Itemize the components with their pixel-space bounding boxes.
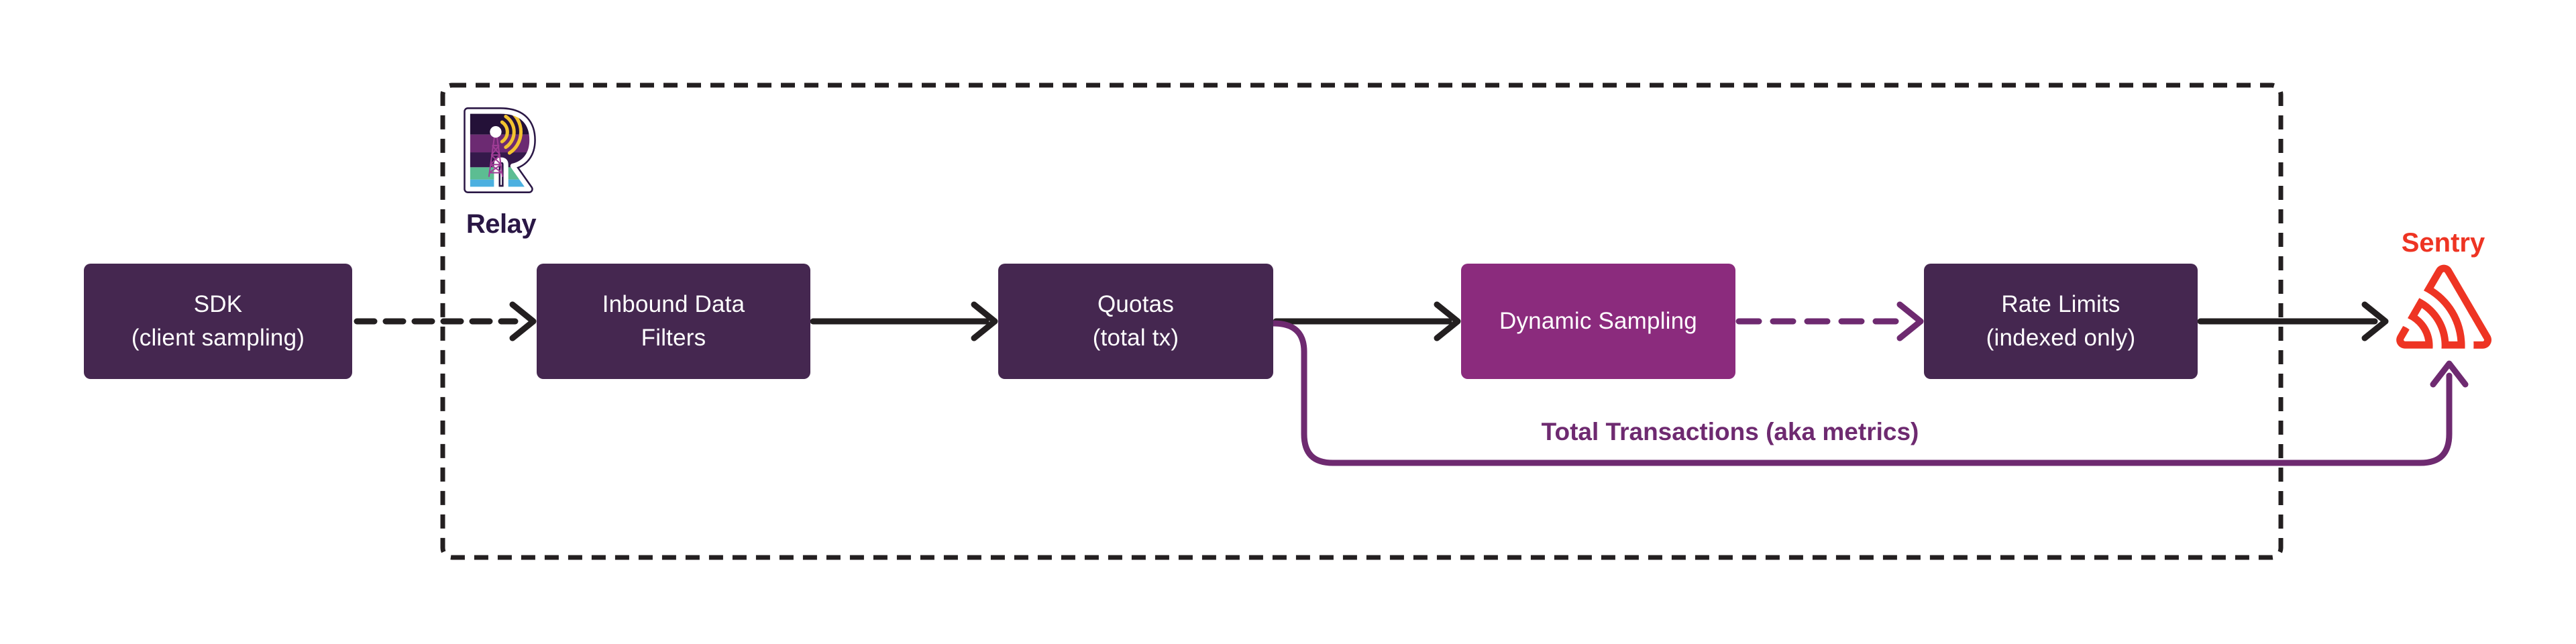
sentry-label: Sentry [2401,228,2485,258]
edge-sdk-to-inbound-arrowhead [509,301,537,341]
node-inbound-data-filters-label-line2: Filters [641,325,706,351]
metrics-edge-label: Total Transactions (aka metrics) [1541,418,1919,445]
relay-tower-beacon [490,125,502,138]
edge-quotas-to-dynamic-sampling [1273,301,1461,341]
sentry-logo-icon [2396,264,2492,349]
edge-quotas-to-dynamic-sampling-arrowhead [1434,301,1461,341]
relay-logo [461,106,536,195]
sentry-logo-path [2396,264,2492,349]
node-rate-limits-label-line1: Rate Limits [2001,291,2121,317]
node-quotas: Quotas (total tx) [998,264,1273,379]
sentry-logo [2396,264,2492,353]
edge-dynamic-sampling-to-rate-limits-arrowhead [1896,301,1924,341]
edge-inbound-to-quotas [810,301,998,341]
node-sdk-label-line2: (client sampling) [131,325,305,351]
node-sdk-label-line1: SDK [193,291,243,317]
node-rate-limits: Rate Limits (indexed only) [1924,264,2198,379]
node-quotas-label-line2: (total tx) [1092,325,1179,351]
edge-quotas-to-sentry-metrics [1270,320,2469,466]
relay-r-inner-ring [465,109,535,192]
node-inbound-data-filters-label-line1: Inbound Data [602,291,745,317]
node-quotas-label-line1: Quotas [1097,291,1175,317]
edge-quotas-to-sentry-metrics-line [1270,320,2453,466]
node-sdk: SDK (client sampling) [84,264,352,379]
node-rate-limits-label-line2: (indexed only) [1986,325,2136,351]
node-dynamic-sampling: Dynamic Sampling [1461,264,1735,379]
edge-quotas-to-sentry-metrics-arrowhead [2430,360,2469,388]
edge-rate-limits-to-sentry-arrowhead [2361,301,2389,341]
edge-dynamic-sampling-to-rate-limits [1735,301,1924,341]
edge-rate-limits-to-sentry [2197,301,2389,341]
edge-sdk-to-inbound [354,301,537,341]
relay-label: Relay [466,209,537,239]
node-inbound-data-filters: Inbound Data Filters [537,264,810,379]
edge-inbound-to-quotas-arrowhead [971,301,998,341]
node-dynamic-sampling-label-line1: Dynamic Sampling [1499,308,1697,334]
relay-logo-icon [464,107,536,193]
